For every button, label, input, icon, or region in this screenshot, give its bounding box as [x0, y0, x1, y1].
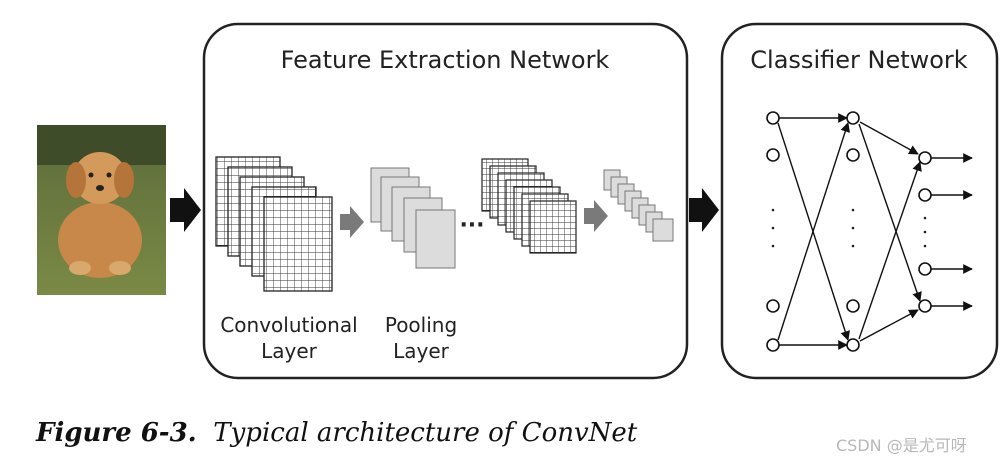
- neuron-node: [918, 188, 932, 202]
- neural-connections: [777, 113, 973, 350]
- neuron-node: [766, 111, 780, 125]
- hidden-nodes: [846, 111, 860, 352]
- convolutional-layer-stack: [215, 156, 333, 292]
- conv-layer-label-line2: Layer: [261, 339, 318, 363]
- ellipsis: ···: [459, 213, 484, 238]
- neuron-node: [846, 338, 860, 352]
- neuron-node: [846, 148, 860, 162]
- conv-to-pool-arrow-2: [584, 200, 608, 232]
- convolutional-layer-stack-2: [481, 158, 577, 254]
- figure-number: Figure 6-3.: [36, 418, 197, 448]
- figure-caption-text: Typical architecture of ConvNet: [213, 418, 638, 448]
- watermark: CSDN @是尤可呀: [836, 436, 967, 455]
- pool-layer-label-line2: Layer: [393, 339, 450, 363]
- feature-to-classifier-arrow: [689, 188, 719, 232]
- vertical-ellipsis-dots: [771, 208, 927, 248]
- feature-box-title: Feature Extraction Network: [281, 46, 610, 74]
- neuron-node: [846, 111, 860, 125]
- neuron-node: [846, 299, 860, 313]
- input-arrow: [170, 188, 201, 232]
- conv-to-pool-arrow: [340, 206, 364, 238]
- pool-layer-label-line1: Pooling: [385, 313, 457, 337]
- classifier-box-title: Classifier Network: [750, 46, 967, 74]
- neuron-node: [918, 262, 932, 276]
- puppy-photo: [37, 125, 166, 295]
- input-nodes: [766, 111, 780, 352]
- pooling-layer-stack-2: [603, 169, 674, 242]
- neuron-node: [766, 148, 780, 162]
- neuron-node: [766, 338, 780, 352]
- conv-layer-label-line1: Convolutional: [220, 313, 357, 337]
- neuron-node: [766, 299, 780, 313]
- output-nodes: [918, 151, 932, 313]
- neuron-node: [918, 299, 932, 313]
- neuron-node: [918, 151, 932, 165]
- classifier-network-box: Classifier Network: [720, 22, 999, 380]
- figure-caption: Figure 6-3. Typical architecture of Conv…: [36, 418, 637, 448]
- pooling-layer-stack: [370, 167, 456, 269]
